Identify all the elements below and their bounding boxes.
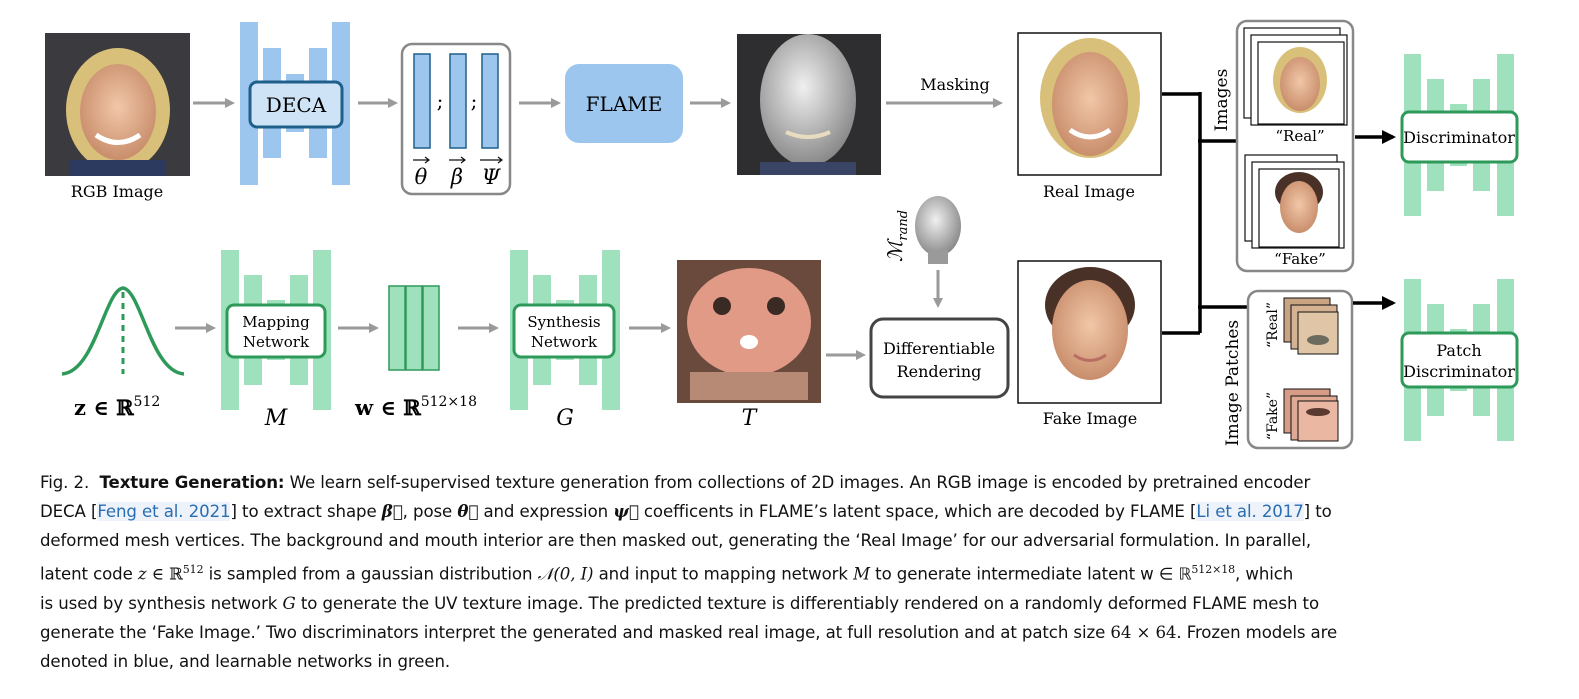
caption-line-4: latent code z ∈ ℝ512 is sampled from a g… (40, 563, 1294, 584)
real-patch-stack (1283, 297, 1339, 355)
caption-fig-number: Fig. 2. (40, 473, 90, 492)
figure-caption: Fig. 2. Texture Generation: We learn sel… (40, 468, 1540, 676)
image-patches-label: Image Patches (1223, 320, 1243, 446)
m-symbol: M (264, 406, 288, 431)
w-latent-label: w ∈ ℝ512×18 (354, 394, 477, 420)
beta-symbol: β (450, 165, 463, 189)
patch-disc-label-2: Discriminator (1403, 362, 1515, 381)
texture-generation-figure: RGB Image DECA ; ; θ β Ψ FLAME Masking (45, 19, 1519, 450)
deca-encoder (240, 22, 350, 185)
citation-feng-2021[interactable]: Feng et al. 2021 (97, 502, 231, 521)
discriminator-label: Discriminator (1403, 128, 1515, 147)
rgb-image-thumbnail (45, 33, 190, 176)
caption-line-2: DECA [Feng et al. 2021] to extract shape… (40, 501, 1332, 521)
flame-decoder (565, 64, 683, 143)
gaussian-distribution (61, 286, 185, 376)
synthesis-network (510, 250, 620, 410)
fake-image-label: Fake Image (1043, 409, 1138, 428)
fake-image (1017, 260, 1162, 404)
differentiable-rendering-box (869, 317, 1010, 399)
diff-render-label-2: Rendering (897, 362, 982, 381)
caption-line-6: generate the ‘Fake Image.’ Two discrimin… (40, 622, 1338, 642)
caption-line-3: deformed mesh vertices. The background a… (40, 531, 1312, 550)
theta-symbol: θ (415, 165, 428, 189)
deca-label: DECA (266, 93, 327, 117)
real-image-label: Real Image (1043, 182, 1135, 201)
random-flame-mesh (915, 196, 961, 264)
m-rand-symbol: ℳrand (883, 210, 911, 262)
psi-symbol: Ψ (482, 165, 502, 189)
patch-discriminator-network (1400, 279, 1519, 441)
citation-li-2017[interactable]: Li et al. 2017 (1196, 502, 1304, 521)
w-latent-blocks (388, 285, 440, 371)
discriminator-network (1400, 54, 1519, 216)
t-symbol: T (742, 406, 759, 431)
caption-line-7: denoted in blue, and learnable networks … (40, 651, 451, 671)
fake-image-stack (1244, 154, 1345, 249)
synthesis-label-2: Network (531, 333, 598, 351)
images-fake-label: “Fake” (1274, 250, 1326, 268)
g-symbol: G (556, 406, 574, 431)
mapping-label-2: Network (243, 333, 310, 351)
mapping-label-1: Mapping (242, 313, 310, 331)
patch-disc-label-1: Patch (1436, 341, 1481, 360)
connector-lines (1162, 92, 1248, 335)
caption-title: Texture Generation: (99, 473, 285, 492)
z-latent-label: z ∈ ℝ512 (74, 394, 160, 420)
images-label: Images (1212, 69, 1232, 132)
mapping-network (221, 250, 331, 410)
diff-render-label-1: Differentiable (883, 339, 995, 358)
caption-line-1: Fig. 2. Texture Generation: We learn sel… (40, 473, 1311, 492)
patches-fake-label: “Fake” (1265, 392, 1281, 440)
flame-label: FLAME (586, 92, 663, 116)
rgb-image-label: RGB Image (71, 182, 163, 201)
deformed-mesh-image (737, 34, 881, 175)
caption-line-5: is used by synthesis network G to genera… (40, 593, 1320, 613)
images-real-label: “Real” (1275, 127, 1324, 145)
flame-parameter-vectors (400, 42, 512, 196)
masking-label: Masking (920, 75, 990, 94)
patches-real-label: “Real” (1265, 302, 1281, 348)
semicolon-1: ; (437, 89, 444, 113)
real-image (1017, 32, 1162, 176)
synthesis-label-1: Synthesis (527, 313, 600, 331)
uv-texture-image (677, 260, 821, 403)
fake-patch-stack (1283, 388, 1339, 442)
real-image-stack (1243, 27, 1348, 126)
semicolon-2: ; (471, 89, 478, 113)
